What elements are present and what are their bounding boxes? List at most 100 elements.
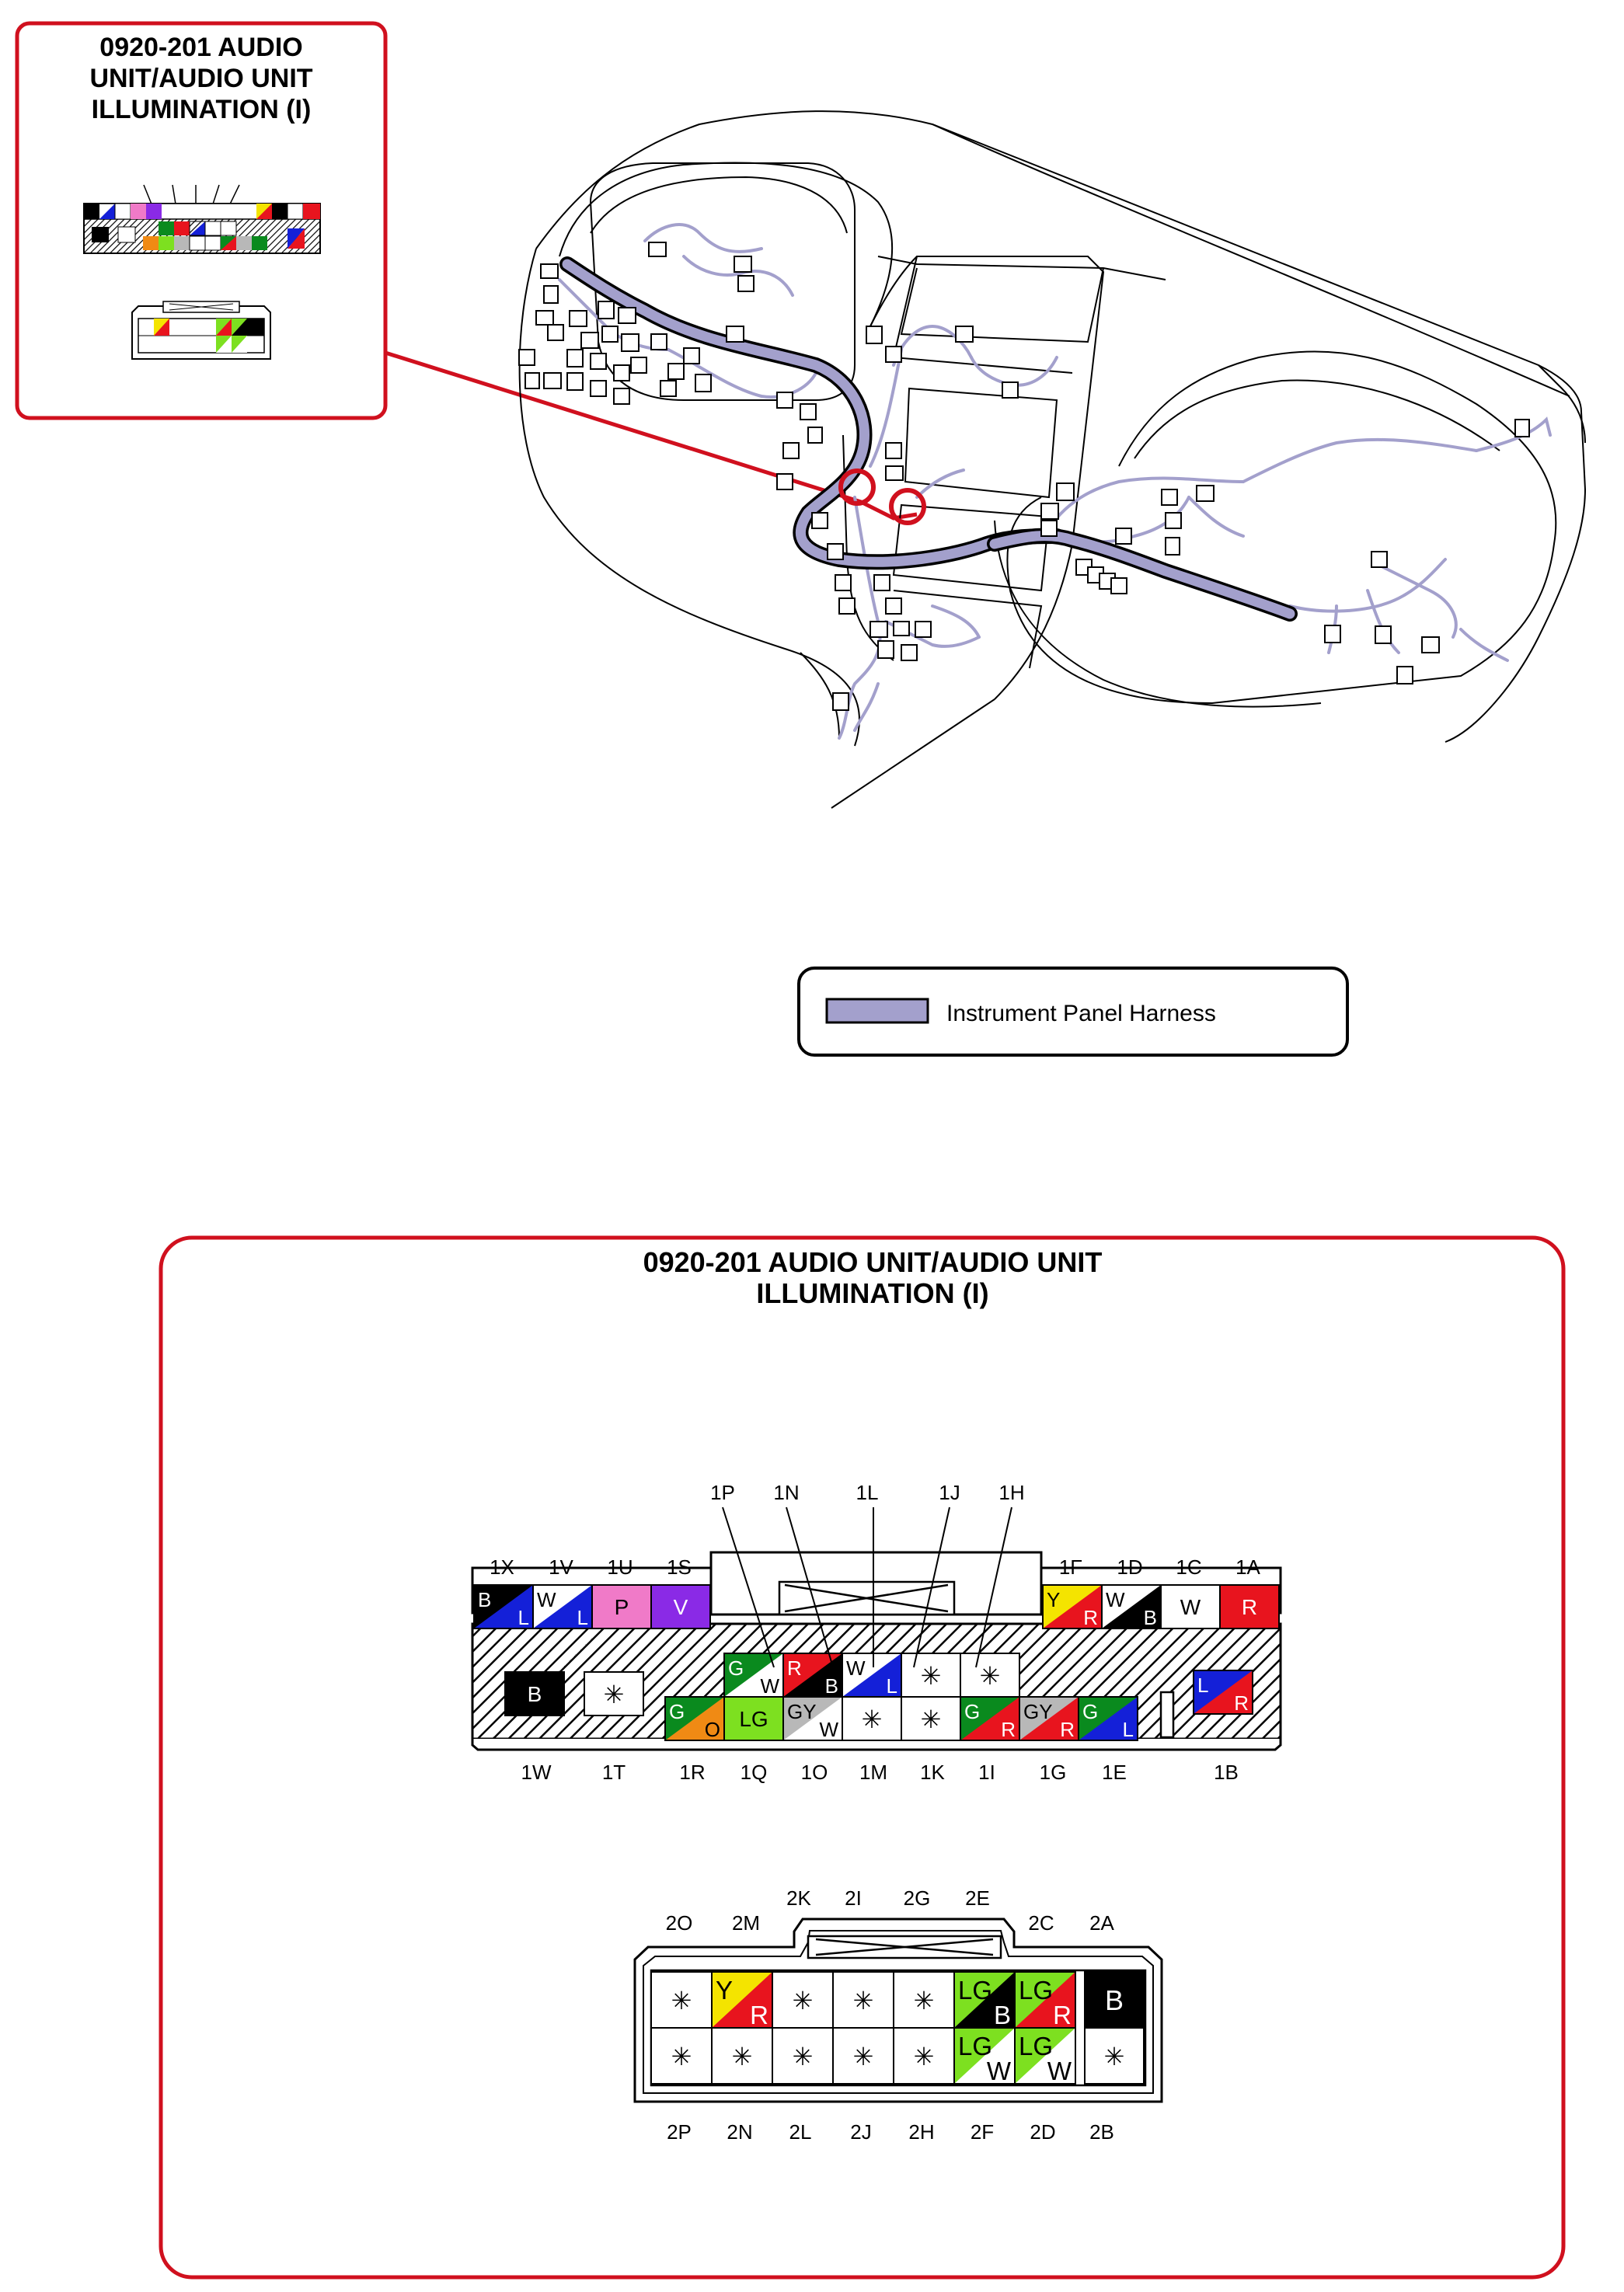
pin-label-1U: 1U	[607, 1555, 633, 1579]
wire-color-code: W	[1180, 1595, 1201, 1619]
pin-2O: ✳	[650, 1971, 713, 2029]
unused-pin-mark: ✳	[980, 1661, 1001, 1691]
wire-base-color: LG	[1019, 2032, 1053, 2060]
pin-1W: B	[504, 1671, 565, 1716]
pin-2C: LGR	[1014, 1971, 1076, 2029]
pin-2I: ✳	[832, 1971, 894, 2029]
pin-label-1H: 1H	[998, 1481, 1024, 1504]
wire-base-color: G	[964, 1700, 980, 1723]
unused-pin-mark: ✳	[914, 1986, 935, 2015]
unused-pin-mark: ✳	[604, 1680, 625, 1709]
connector-1-callout-labels: 1P 1N 1L 1J 1H	[710, 1481, 1025, 1504]
inset-title-line-2: UNIT/AUDIO UNIT	[89, 64, 312, 93]
harness-legend-label: Instrument Panel Harness	[946, 1001, 1216, 1026]
wire-stripe-color: W	[819, 1718, 838, 1741]
connector-1-callout-leaders	[722, 1507, 1012, 1668]
harness-connectors	[518, 242, 1530, 711]
connector-1-bottom-labels: 1W 1T 1R 1Q 1O 1M 1K 1I 1G 1E 1B	[521, 1761, 1239, 1784]
pin-label-1B: 1B	[1214, 1761, 1239, 1784]
wire-stripe-color: R	[1001, 1718, 1016, 1741]
connector-2-bottom-labels: 2P 2N 2L 2J 2H 2F 2D 2B	[667, 2120, 1114, 2144]
wire-stripe-color: L	[577, 1606, 588, 1629]
pin-2M: YR	[711, 1971, 773, 2029]
pin-label-1J: 1J	[939, 1481, 960, 1504]
wire-color-code: B	[1105, 1984, 1124, 2016]
wire-color-code: R	[1242, 1595, 1257, 1619]
instrument-panel-harness	[559, 256, 1298, 622]
wire-base-color: G	[1082, 1700, 1098, 1723]
wire-base-color: G	[728, 1656, 744, 1680]
pin-1H: ✳	[960, 1653, 1020, 1698]
pin-label-1K: 1K	[920, 1761, 945, 1784]
pin-1X: BL	[473, 1584, 534, 1629]
pin-1I: GR	[960, 1696, 1020, 1741]
pin-1D: WB	[1101, 1584, 1162, 1629]
pin-1B: LR	[1193, 1670, 1253, 1715]
pin-label-2O: 2O	[666, 1911, 693, 1935]
wire-base-color: W	[537, 1588, 556, 1611]
unused-pin-mark: ✳	[671, 1986, 692, 2015]
pin-label-2K: 2K	[786, 1886, 811, 1910]
pin-label-1O: 1O	[801, 1761, 828, 1784]
pin-1M: ✳	[842, 1696, 902, 1741]
pin-label-1T: 1T	[602, 1761, 626, 1784]
pin-2A: B	[1084, 1971, 1145, 2029]
pin-1G: GYR	[1019, 1696, 1079, 1741]
wire-base-color: B	[478, 1588, 491, 1611]
harness-legend: Instrument Panel Harness	[797, 967, 1349, 1057]
connector-1-top-labels: 1X 1V 1U 1S 1F 1D 1C 1A	[490, 1555, 1260, 1579]
pin-label-2D: 2D	[1030, 2120, 1055, 2144]
inset-title-line-3: ILLUMINATION (I)	[92, 95, 312, 124]
unused-pin-mark: ✳	[921, 1705, 942, 1734]
pin-label-2P: 2P	[667, 2120, 692, 2144]
pin-1S: V	[650, 1584, 711, 1629]
pin-1U: P	[591, 1584, 652, 1629]
unused-pin-mark: ✳	[1104, 2042, 1125, 2071]
pin-label-2M: 2M	[732, 1911, 760, 1935]
pin-label-2F: 2F	[971, 2120, 994, 2144]
unused-pin-mark: ✳	[921, 1661, 942, 1691]
pin-2L: ✳	[772, 2027, 834, 2085]
wire-stripe-color: W	[1047, 2057, 1072, 2085]
wire-color-code: V	[674, 1595, 688, 1619]
pin-label-2B: 2B	[1089, 2120, 1114, 2144]
callout-leader-1J	[913, 1507, 950, 1668]
pin-label-2H: 2H	[908, 2120, 934, 2144]
wire-base-color: W	[1106, 1588, 1125, 1611]
pin-label-1A: 1A	[1235, 1555, 1260, 1579]
connector-detail-box: 0920-201 AUDIO UNIT/AUDIO UNIT ILLUMINAT…	[159, 1235, 1566, 2280]
pin-label-1M: 1M	[859, 1761, 887, 1784]
inset-connector-2-thumbnail	[131, 301, 271, 360]
wire-color-code: LG	[739, 1707, 768, 1731]
wire-base-color: G	[669, 1700, 685, 1723]
pin-1C: W	[1160, 1584, 1221, 1629]
wire-stripe-color: W	[760, 1674, 779, 1698]
pin-2N: ✳	[711, 2027, 773, 2085]
callout-leader-1P	[722, 1507, 775, 1668]
wire-stripe-color: R	[1234, 1691, 1249, 1715]
wire-base-color: Y	[1047, 1588, 1060, 1611]
pin-label-1L: 1L	[856, 1481, 879, 1504]
wire-stripe-color: L	[1123, 1718, 1134, 1741]
wire-base-color: LG	[958, 2032, 992, 2060]
pin-1N: RB	[782, 1653, 843, 1698]
instrument-panel-drawing	[518, 110, 1587, 809]
wire-stripe-color: B	[994, 2001, 1011, 2029]
wire-stripe-color: B	[1144, 1606, 1157, 1629]
wire-color-code: P	[615, 1595, 629, 1619]
wire-stripe-color: W	[987, 2057, 1012, 2085]
pin-1V: WL	[532, 1584, 593, 1629]
pin-label-1X: 1X	[490, 1555, 514, 1579]
harness-legend-swatch	[825, 998, 929, 1024]
unused-pin-mark: ✳	[853, 2042, 874, 2071]
pin-label-1N: 1N	[773, 1481, 799, 1504]
pin-label-2C: 2C	[1028, 1911, 1054, 1935]
pin-label-2E: 2E	[965, 1886, 990, 1910]
pin-label-2A: 2A	[1089, 1911, 1114, 1935]
pin-2D: LGW	[1014, 2027, 1076, 2085]
pin-1E: GL	[1078, 1696, 1138, 1741]
wire-base-color: LG	[958, 1976, 992, 2005]
